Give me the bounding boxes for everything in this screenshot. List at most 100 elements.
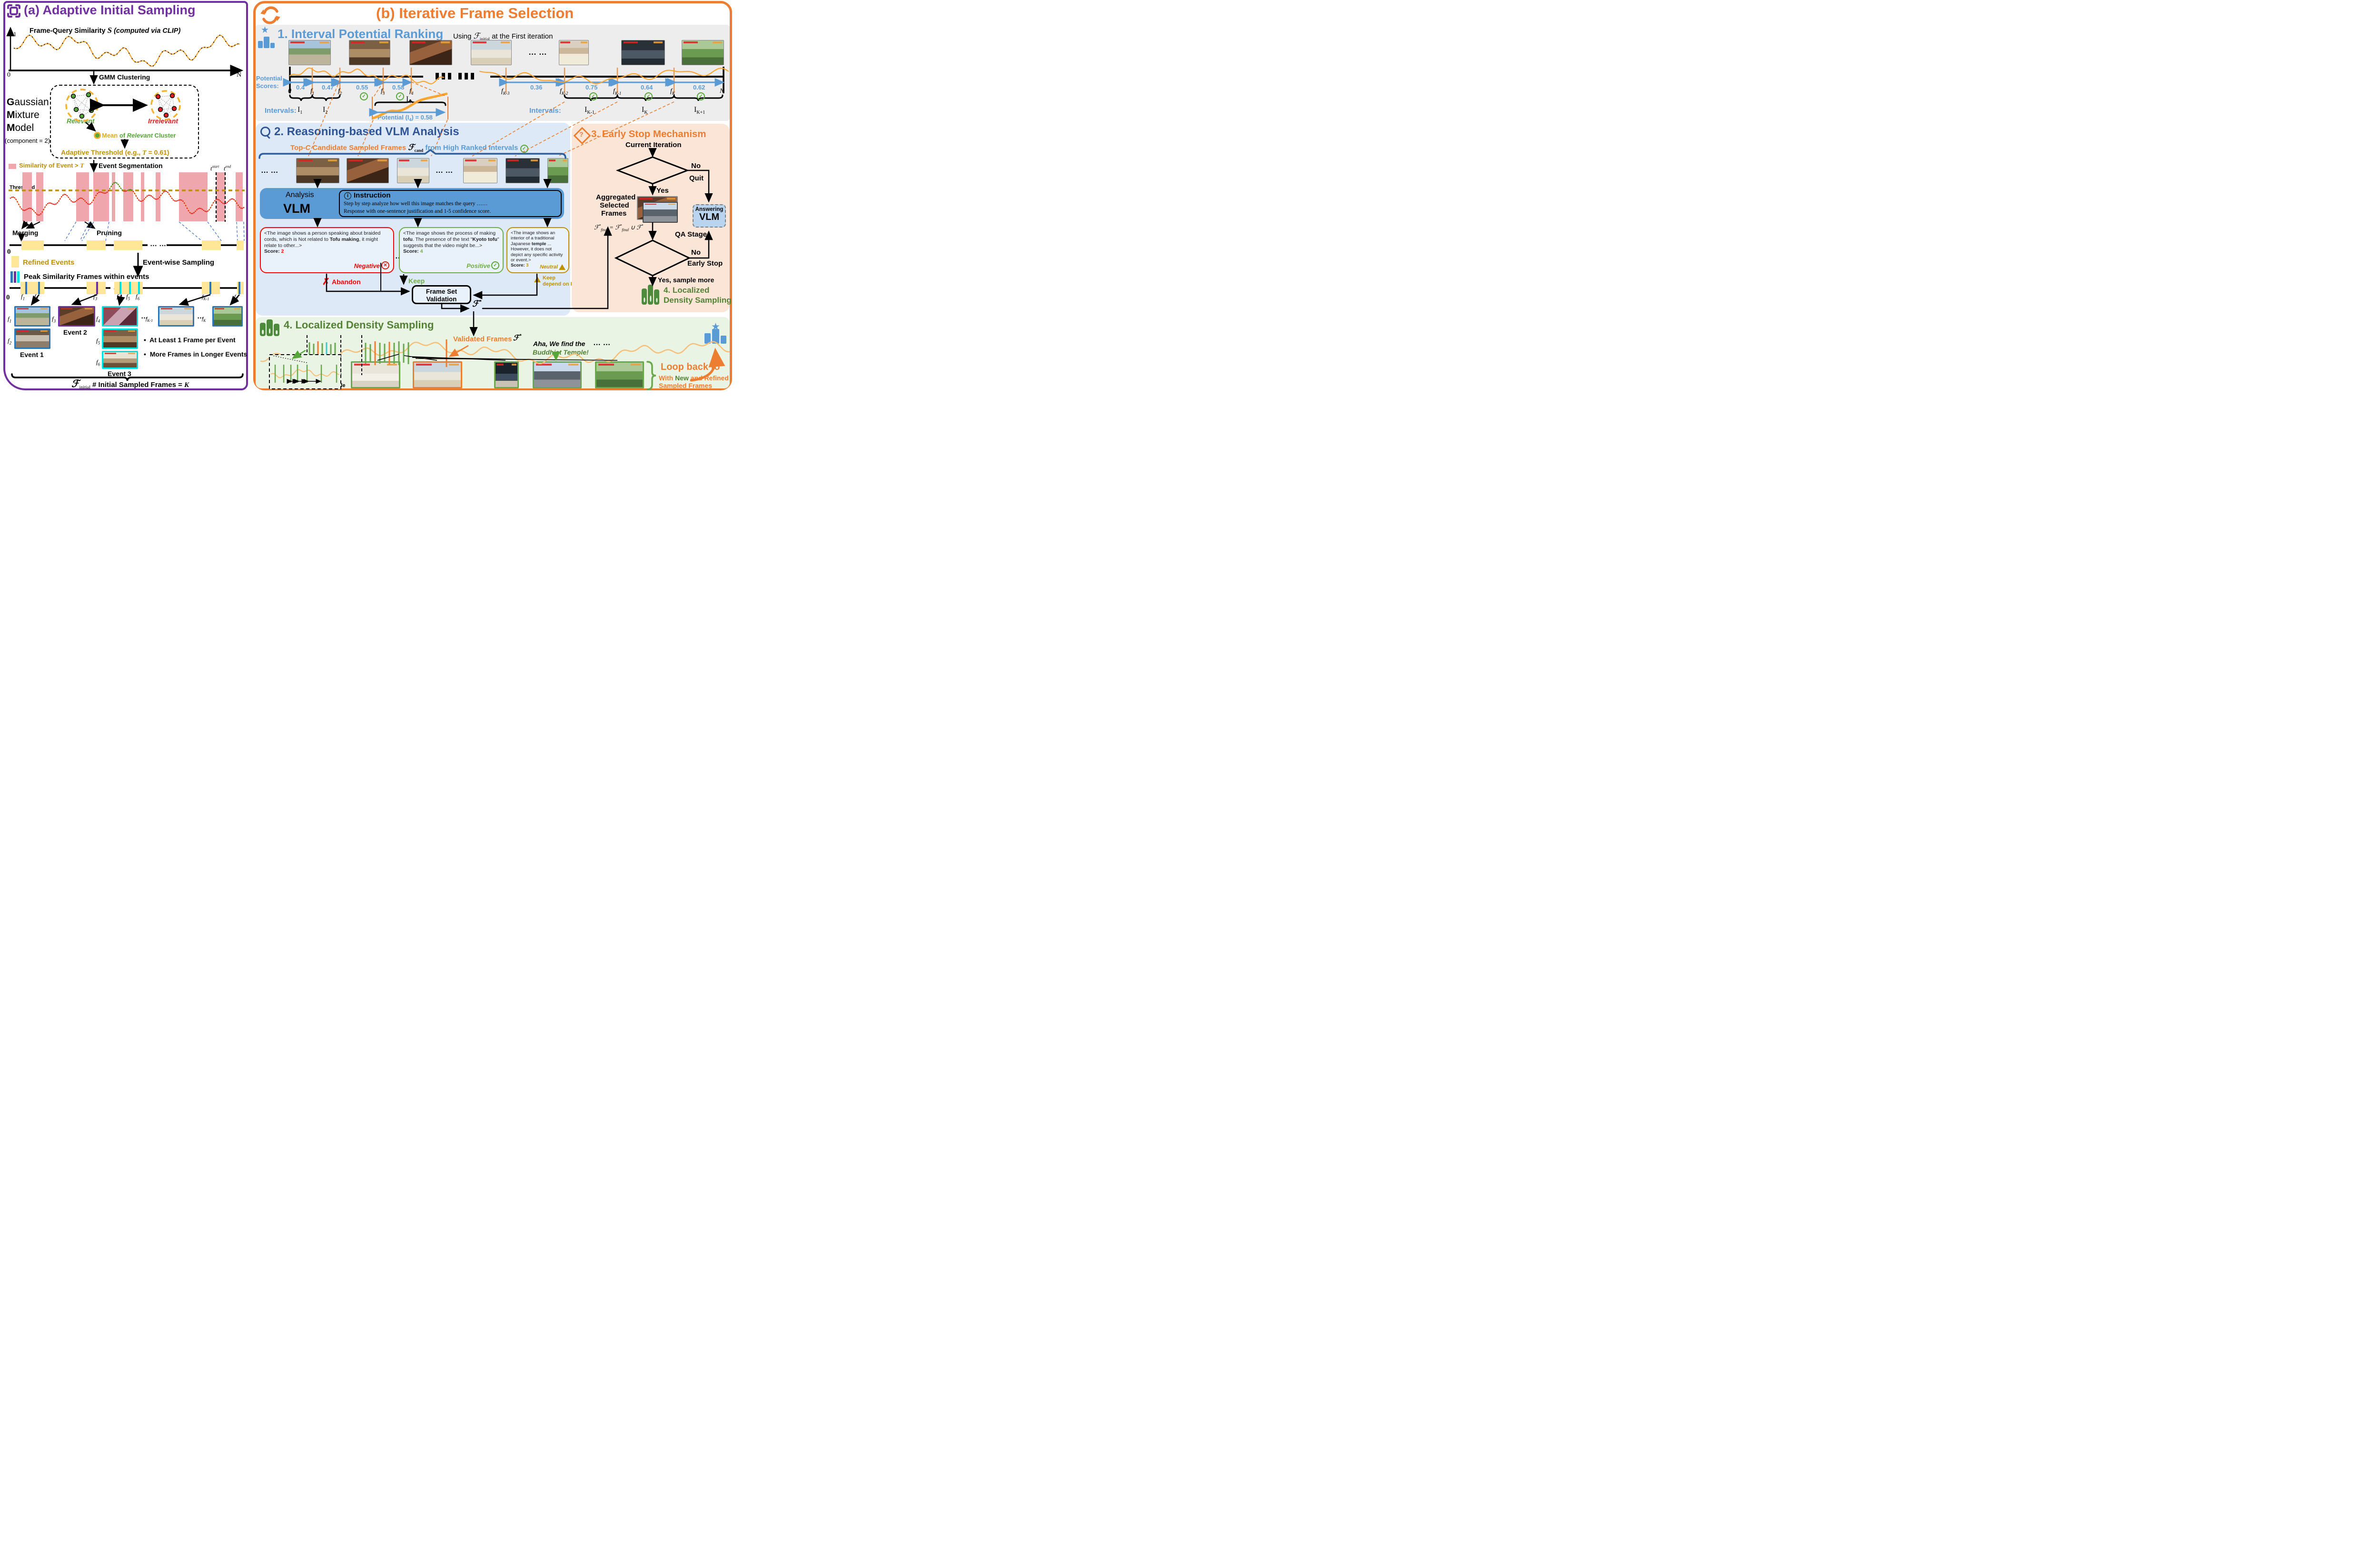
panel-a-title: (a) Adaptive Initial Sampling <box>24 3 196 17</box>
keep-label: Keep <box>408 277 425 285</box>
stride-alpha-beta: α·β <box>298 374 305 379</box>
yes-sample-more-label: Yes, sample more <box>658 276 714 284</box>
localized-link-2: Density Sampling <box>664 296 732 305</box>
refined-events-swatch <box>11 256 19 268</box>
stride-alpha-beta2: α·β2 <box>309 372 317 378</box>
star-icon: ★ <box>261 25 269 35</box>
density-thumb-2 <box>413 361 462 388</box>
gmm-word-gaussian: Gaussian <box>7 97 49 108</box>
refined-zero: 0 <box>7 248 11 256</box>
density-thumb-4 <box>533 361 582 388</box>
f3-thumb-label: f3 <box>52 315 56 324</box>
interval-check-3: ✓ <box>645 92 653 100</box>
keep-budget-label-1: Keep <box>543 275 555 281</box>
iter-thumb-6 <box>621 40 665 65</box>
instruction-line1: Step by step analyze how well this image… <box>344 201 488 207</box>
t-end-label: tend <box>224 164 231 172</box>
refined-gap-dots: … … <box>150 240 167 248</box>
relevant-label: Relevant <box>67 117 95 125</box>
answering-vlm-box: Answering VLM <box>693 204 726 228</box>
interval-check-2: ✓ <box>589 92 597 100</box>
potential-score-5: 0.75 <box>585 84 598 91</box>
event-wise-sampling-label: Event-wise Sampling <box>143 258 215 267</box>
cand-dots-left: … … <box>261 167 278 175</box>
f4-label: f4 <box>117 293 121 301</box>
fstar-label: ℱ* <box>472 299 482 308</box>
iter-thumb-3 <box>409 40 452 65</box>
localized-link-1: 4. Localized <box>664 286 710 295</box>
potential-score-0: 0.4 <box>296 84 305 91</box>
f5-label: f5 <box>126 293 130 301</box>
interval-label-4: IK+1 <box>694 106 705 116</box>
buddhist-temple-label: Buddhist Temple! <box>533 348 589 356</box>
f6-thumb-label: f6 <box>96 358 100 367</box>
thumb-dots-1: … <box>141 312 148 320</box>
merging-label: Merging <box>12 229 39 237</box>
potential-score-1: 0.47 <box>322 84 334 91</box>
density-icon-bar3 <box>654 289 659 305</box>
response-positive-box: <The image shows the process of making t… <box>399 227 504 273</box>
f1-thumb-label: f1 <box>8 315 12 324</box>
iter-thumb-1 <box>288 40 331 65</box>
rank-bars-icon-mid <box>264 37 269 48</box>
vlm-analysis-box <box>260 188 564 219</box>
bottom-bars-icon-3 <box>721 336 726 344</box>
density-thumb-3 <box>494 361 519 388</box>
cand-thumb-2 <box>347 158 389 183</box>
axis-frame-label-4: f4 <box>409 88 414 96</box>
aggregated-thumb-front <box>643 202 678 223</box>
axis-frame-label-8: fK <box>670 88 675 96</box>
event-segmentation-label: Event Segmentation <box>99 162 163 169</box>
aggregated-label-3: Frames <box>601 209 627 218</box>
quit-label: Quit <box>689 174 704 182</box>
intervals-label-left: Intervals: <box>265 107 297 115</box>
event-similarity-swatch <box>9 164 16 169</box>
frame-set-validation-box: Frame Set Validation <box>412 285 471 304</box>
cand-thumb-5 <box>506 158 540 183</box>
f5-thumb-label: f5 <box>96 337 100 346</box>
iter-thumb-2 <box>349 40 390 65</box>
budget-cond: |ℱ*final| < max budget <box>625 254 669 262</box>
aha-label: Aha, We find the <box>533 340 585 347</box>
gmm-component: (component = 2) <box>5 137 50 144</box>
abandon-x: ✗ <box>322 277 330 287</box>
stride-alpha: α <box>292 374 295 379</box>
bottom-bars-icon-1 <box>704 333 711 344</box>
loop-back-line3: Sampled Frames <box>659 382 713 389</box>
bullet-1: • At Least 1 Frame per Event <box>144 336 236 344</box>
loop-icon <box>260 6 280 24</box>
interval-label-0: I1 <box>298 106 303 116</box>
s4-icon-bar3 <box>274 324 279 336</box>
figure-root: (a) Adaptive Initial Sampling Frame-Quer… <box>0 0 733 392</box>
vlm-analysis-label: Analysis <box>286 191 314 199</box>
instruction-title: Instruction <box>354 191 391 199</box>
axis-frame-label-0: 0 <box>288 88 291 95</box>
axis-frame-label-5: fK-3 <box>501 88 510 96</box>
peak-swatch-purple <box>14 271 16 283</box>
panel-b-title: (b) Iterative Frame Selection <box>376 5 574 21</box>
crop-icon <box>7 4 20 18</box>
f2-label: f2 <box>34 293 39 301</box>
s4-icon-bar1 <box>260 323 266 336</box>
axis-frame-label-2: f2 <box>338 88 342 96</box>
axis-frame-label-7: fK-1 <box>613 88 622 96</box>
peak-legend-label: Peak Similarity Frames within events <box>24 273 149 281</box>
fk1-thumb-label: fK-1 <box>146 316 153 323</box>
positive-icon: ✓ <box>491 261 499 269</box>
rank-bars-icon <box>258 41 263 48</box>
interval-label-1: I2 <box>323 106 328 116</box>
fk1-label: fK-1 <box>202 293 209 301</box>
gmm-clustering-label: GMM Clustering <box>99 73 150 81</box>
bullet-2: • More Frames in Longer Events <box>144 350 248 358</box>
peak-swatch-cyan <box>17 271 20 283</box>
question-mark: ? <box>579 130 584 138</box>
abandon-label: Abandon <box>332 278 361 286</box>
thumb-dots-2: … <box>197 312 204 320</box>
potential-score-7: 0.62 <box>693 84 705 91</box>
validated-frames-math: ℱ* <box>513 333 522 342</box>
event3-label: Event 3 <box>108 370 131 377</box>
similarity-of-event-legend: Similarity of Event > T <box>19 162 84 169</box>
sim-y-max: 1 <box>13 30 17 38</box>
panel-iterative-frame-selection <box>253 1 732 390</box>
cand-dots-mid: … … <box>436 167 453 175</box>
